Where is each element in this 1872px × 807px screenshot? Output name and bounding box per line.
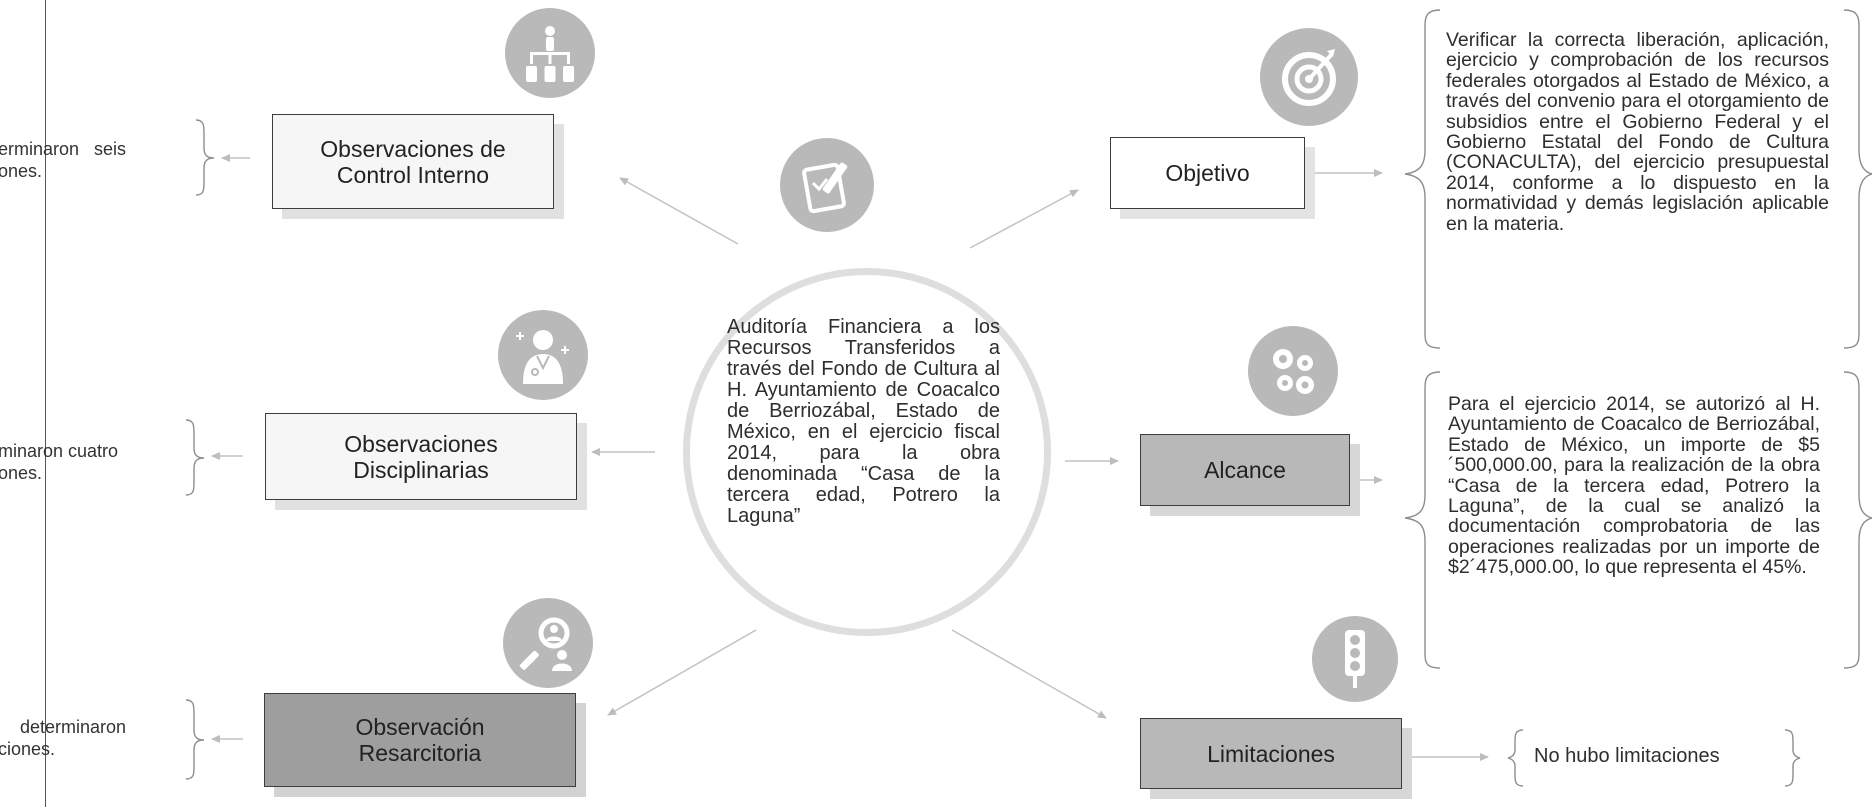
brace-limitaciones-left [1507, 729, 1524, 787]
target-icon [1260, 28, 1358, 126]
limitaciones-title: Limitaciones [1207, 740, 1335, 767]
observacion-resarcitoria-title-line2: Resarcitoria [358, 740, 482, 766]
result-control-interno-line2: ones. [0, 161, 43, 181]
result-control-interno-line1: erminaron seis [0, 139, 127, 159]
alcance-title: Alcance [1204, 457, 1286, 483]
result-resarcitoria-line1: determinaron [20, 717, 127, 737]
connector-center-limitaciones [951, 629, 1107, 719]
observaciones-control-interno-title: Observaciones de Control Interno [320, 136, 505, 188]
observacion-resarcitoria-title: Observación Resarcitoria [355, 714, 484, 766]
observaciones-disciplinarias-card: Observaciones Disciplinarias [265, 413, 577, 500]
observacion-resarcitoria-title-line1: Observación [355, 714, 485, 740]
limitaciones-card: Limitaciones [1140, 718, 1402, 789]
objetivo-detail: Verificar la correcta liberación, aplica… [1446, 29, 1829, 235]
magnifier-person-icon [503, 598, 593, 688]
result-resarcitoria: determinaron ciones. [0, 716, 180, 760]
result-disciplinarias-line2: ones. [0, 463, 43, 483]
connector-center-control-interno [619, 177, 739, 245]
traffic-light-icon [1312, 616, 1398, 702]
observaciones-disciplinarias-title-line2: Disciplinarias [353, 456, 489, 483]
brace-alcance-left [1404, 371, 1441, 669]
limitaciones-detail: No hubo limitaciones [1534, 745, 1720, 767]
brace-resarcitoria [185, 699, 205, 780]
objetivo-card: Objetivo [1110, 137, 1305, 209]
brace-objetivo-right [1843, 9, 1872, 349]
edit-document-icon [780, 138, 874, 232]
alcance-card: Alcance [1140, 434, 1350, 506]
observaciones-control-interno-title-line2: Control Interno [336, 161, 490, 188]
alcance-detail: Para el ejercicio 2014, se autorizó al H… [1448, 393, 1820, 579]
brace-limitaciones-right [1784, 729, 1801, 787]
connector-center-objetivo [969, 189, 1079, 249]
doctor-icon [498, 310, 588, 400]
objetivo-title: Objetivo [1165, 160, 1250, 186]
organization-chart-icon [505, 8, 595, 98]
result-control-interno: erminaron seis ones. [0, 138, 176, 182]
result-disciplinarias: minaron cuatro ones. [0, 440, 168, 484]
observaciones-control-interno-card: Observaciones de Control Interno [272, 114, 554, 209]
center-description: Auditoría Financiera a los Recursos Tran… [727, 316, 1000, 527]
page-edge-line [45, 0, 46, 807]
brace-objetivo-left [1404, 9, 1441, 349]
observacion-resarcitoria-card: Observación Resarcitoria [264, 693, 576, 787]
brace-disciplinarias [185, 419, 205, 496]
connector-center-resarcitoria [607, 629, 757, 716]
observaciones-disciplinarias-title: Observaciones Disciplinarias [344, 431, 497, 483]
result-disciplinarias-line1: minaron cuatro [0, 441, 119, 461]
result-resarcitoria-line2: ciones. [0, 739, 56, 759]
brace-alcance-right [1843, 371, 1872, 669]
center-circle [683, 268, 1051, 636]
gears-icon [1248, 326, 1338, 416]
brace-control-interno [195, 119, 215, 196]
observaciones-disciplinarias-title-line1: Observaciones [344, 430, 498, 457]
observaciones-control-interno-title-line1: Observaciones de [320, 135, 506, 162]
